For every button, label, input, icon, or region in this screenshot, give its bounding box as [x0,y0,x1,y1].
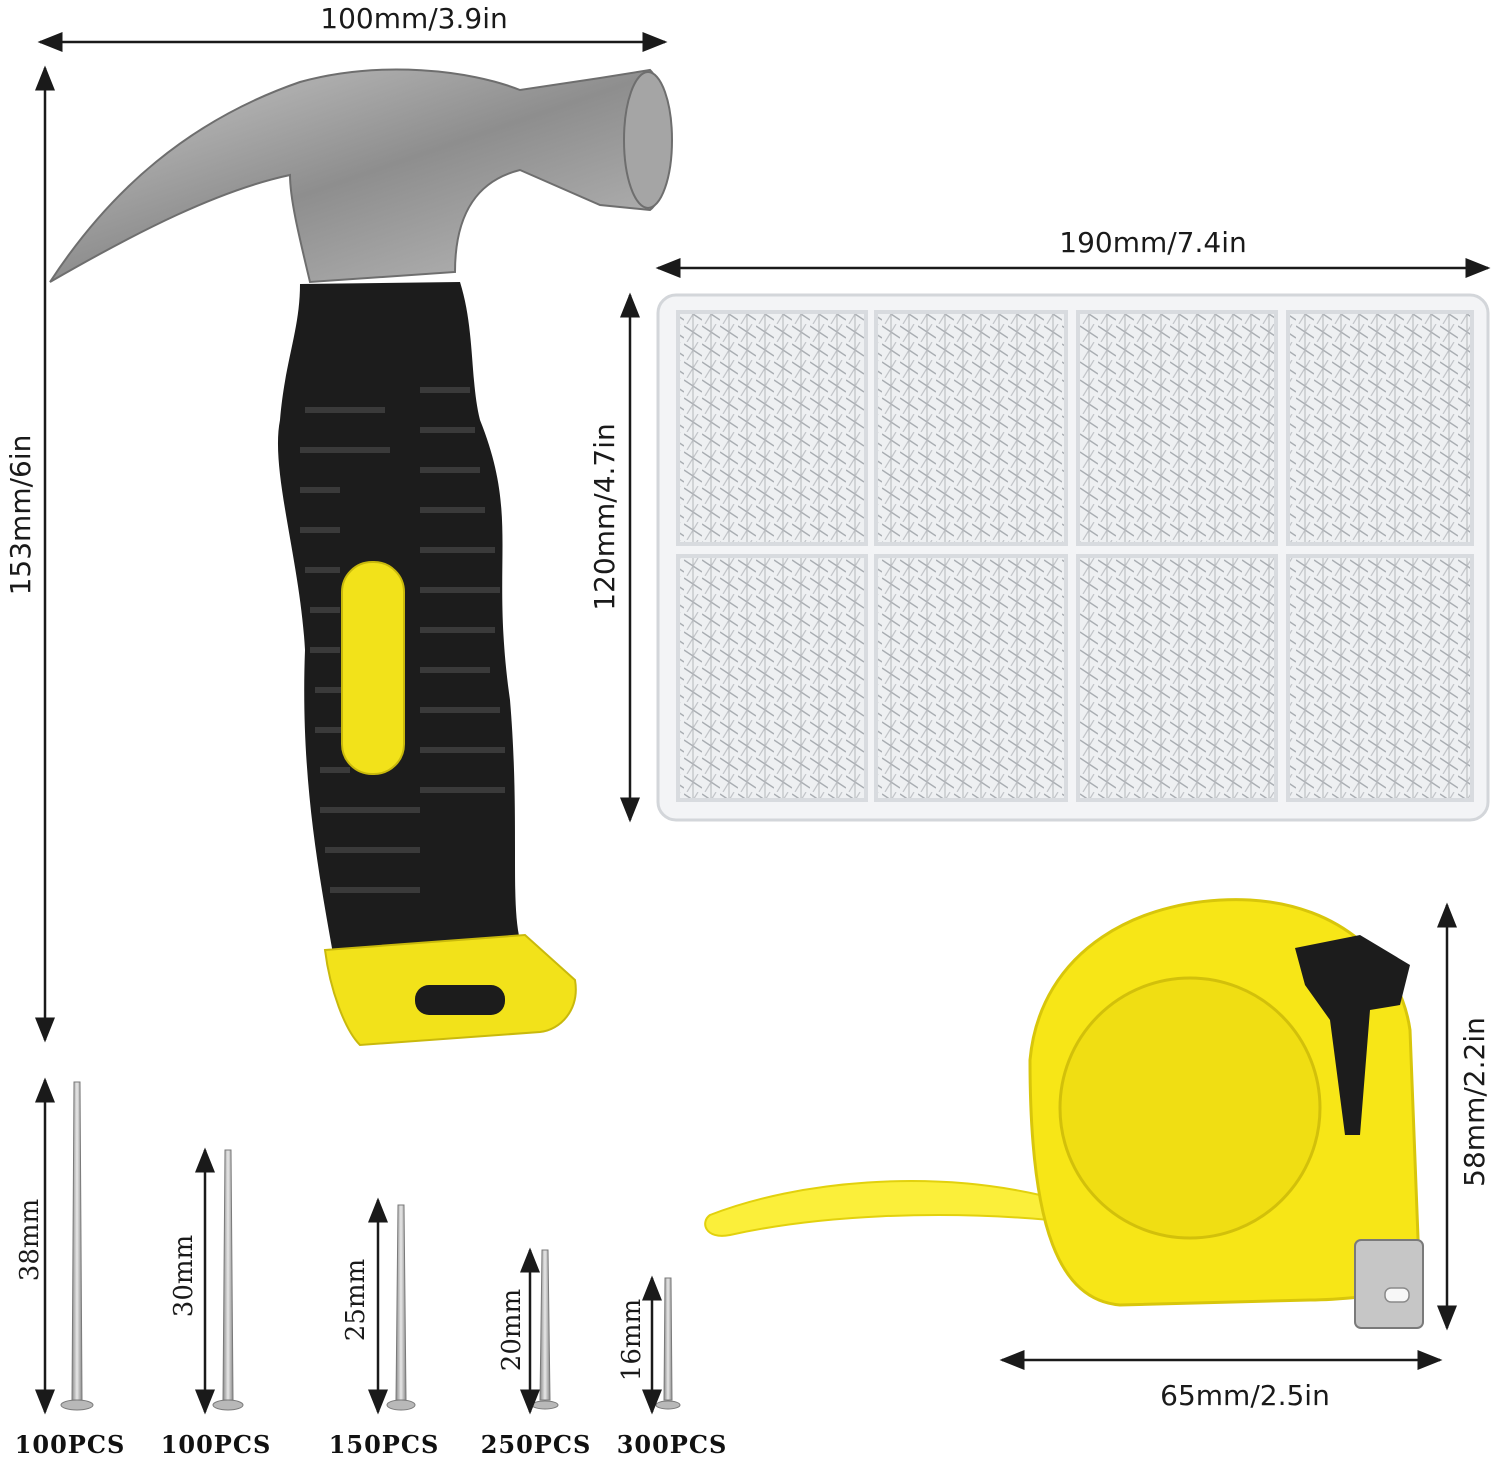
nail-30mm-length: 30mm [169,1235,199,1317]
hammer-grip-inset [341,561,405,775]
nail-compartments [676,310,1474,802]
box-height-label: 120mm/4.7in [588,423,621,610]
nail-25mm-count: 150PCS [329,1430,440,1459]
nail-16mm [655,1277,681,1410]
tape-lock-button [1295,935,1410,1135]
tape-strap [704,1180,1052,1237]
nail-30mm-count: 100PCS [161,1430,272,1459]
nail-30mm [212,1149,244,1411]
nail-16mm-count: 300PCS [617,1430,728,1459]
nail-38mm [60,1081,94,1411]
nail-38mm-count: 100PCS [15,1430,126,1459]
tape-height-label: 58mm/2.2in [1458,1017,1491,1187]
nail-20mm-count: 250PCS [481,1430,592,1459]
tape-measure [704,898,1424,1329]
nail-16mm-length: 16mm [617,1299,647,1381]
nail-samples [60,1081,681,1411]
hammer-head [49,68,670,284]
nail-38mm-length: 38mm [15,1199,45,1281]
tape-hook [1354,1239,1424,1329]
box-width-label: 190mm/7.4in [1059,226,1246,259]
hammer-height-label: 153mm/6in [4,435,37,596]
tape-width-label: 65mm/2.5in [1160,1379,1330,1412]
hammer [49,68,673,1047]
nail-box [656,293,1490,822]
nail-25mm [386,1204,416,1411]
nail-20mm [531,1249,559,1410]
dimension-arrows [35,32,1491,1415]
nail-25mm-length: 25mm [341,1259,371,1341]
hammer-width-label: 100mm/3.9in [320,2,507,35]
tape-face [1058,976,1322,1240]
nail-20mm-length: 20mm [497,1289,527,1371]
